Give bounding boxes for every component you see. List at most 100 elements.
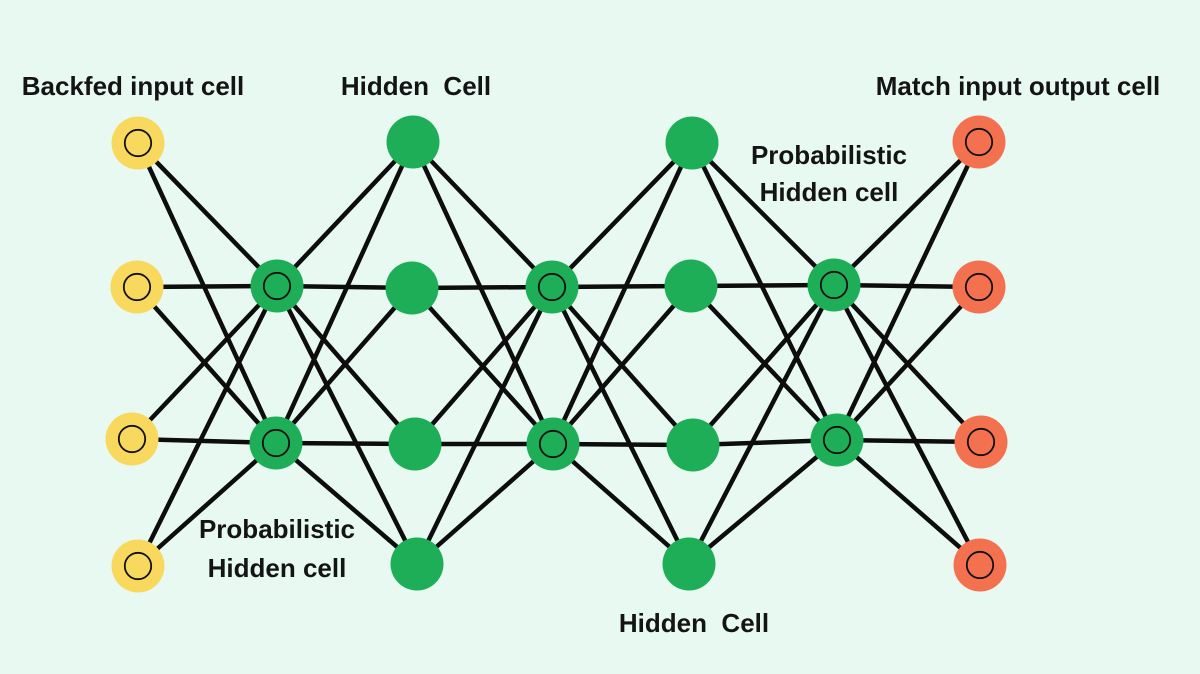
probabilistic-hidden-cell-node-p2	[249, 416, 303, 470]
edge-h4-p4	[414, 441, 556, 567]
probabilistic-hidden-cell-right-label-line-1: Probabilistic	[751, 140, 907, 170]
edge-p3-h5	[549, 140, 695, 290]
edge-h5-p6	[689, 140, 840, 443]
hidden-cell-top-label: Hidden Cell	[341, 71, 491, 101]
backfed-input-cell-inner-ring	[122, 272, 152, 302]
probabilistic-hidden-cell-body	[525, 260, 579, 314]
probabilistic-hidden-cell-body	[250, 259, 304, 313]
match-input-output-cell-node-o1	[952, 115, 1006, 169]
probabilistic-hidden-cell-left-label-line-2: Hidden cell	[208, 553, 347, 583]
probabilistic-hidden-cell-inner-ring	[537, 272, 567, 302]
hidden-cell-node-h3	[388, 417, 442, 471]
hidden-cell-bottom-label: Hidden Cell	[619, 608, 769, 638]
probabilistic-hidden-cell-right-label-line-2: Hidden cell	[760, 177, 899, 207]
probabilistic-hidden-cell-left-label-line-1: Probabilistic	[199, 514, 355, 544]
probabilistic-hidden-cell-node-p4	[526, 417, 580, 471]
hidden-cell-node-h5	[665, 116, 719, 170]
backfed-input-cell-inner-ring	[123, 128, 153, 158]
hidden-cell-node-h1	[386, 115, 440, 169]
backfed-input-cell-node-y1	[111, 116, 165, 170]
edge-y4-p2	[135, 440, 279, 569]
match-input-output-cell-body	[953, 538, 1007, 592]
hidden-cell-node-h6	[664, 259, 718, 313]
backfed-input-cell-body	[111, 539, 165, 593]
edge-p2-h1	[273, 139, 416, 446]
edge-p5-o1	[831, 139, 982, 288]
edge-h3-p3	[412, 284, 555, 447]
edge-p6-o4	[834, 437, 983, 568]
probabilistic-hidden-cell-inner-ring	[822, 425, 852, 455]
hidden-cell-node-h8	[662, 537, 716, 591]
backfed-input-cell-label: Backfed input cell	[22, 71, 245, 101]
match-input-output-cell-inner-ring	[966, 427, 996, 457]
probabilistic-hidden-cell-body	[810, 413, 864, 467]
match-input-output-cell-inner-ring	[964, 272, 994, 302]
edge-p3-h8	[549, 284, 692, 567]
edge-p4-h6	[550, 283, 694, 447]
probabilistic-hidden-cell-body	[249, 416, 303, 470]
probabilistic-hidden-cell-inner-ring	[819, 270, 849, 300]
edge-p4-h8	[550, 441, 692, 567]
hidden-cell-body	[666, 418, 720, 472]
hidden-cell-node-h7	[666, 418, 720, 472]
edge-y1-p1	[135, 140, 280, 289]
edge-y2-p2	[134, 284, 279, 446]
probabilistic-hidden-cell-inner-ring	[262, 271, 292, 301]
match-input-output-cell-body	[952, 260, 1006, 314]
backfed-input-cell-node-y2	[110, 260, 164, 314]
edge-h1-p4	[410, 139, 556, 447]
hidden-cell-body	[385, 261, 439, 315]
edge-p4-h5	[550, 140, 695, 447]
match-input-output-cell-node-o3	[954, 415, 1008, 469]
probabilistic-hidden-cell-node-p5	[807, 258, 861, 312]
probabilistic-hidden-cell-body	[807, 258, 861, 312]
nodes-layer	[105, 115, 1008, 593]
edge-h8-p6	[686, 437, 840, 567]
edge-y4-p1	[135, 283, 280, 569]
match-input-output-cell-label: Match input output cell	[876, 71, 1161, 101]
edge-y3-p1	[129, 283, 280, 442]
probabilistic-hidden-cell-node-p6	[810, 413, 864, 467]
backfed-input-cell-inner-ring	[123, 551, 153, 581]
hidden-cell-node-h2	[385, 261, 439, 315]
edge-y1-p2	[135, 140, 279, 446]
hidden-cell-body	[664, 259, 718, 313]
hidden-cell-body	[665, 116, 719, 170]
probabilistic-hidden-cell-inner-ring	[538, 429, 568, 459]
edge-p1-h4	[274, 283, 420, 567]
probabilistic-hidden-cell-inner-ring	[261, 428, 291, 458]
probabilistic-hidden-cell-node-p3	[525, 260, 579, 314]
edge-h7-p5	[690, 282, 837, 448]
hidden-cell-body	[386, 115, 440, 169]
edge-h5-p5	[689, 140, 837, 288]
edge-p6-o1	[834, 139, 982, 443]
edge-p6-o2	[834, 284, 982, 443]
edge-p2-h2	[273, 285, 415, 446]
match-input-output-cell-body	[954, 415, 1008, 469]
backfed-input-cell-inner-ring	[117, 424, 147, 454]
edge-h8-p5	[686, 282, 837, 567]
edge-p2-h4	[273, 440, 420, 567]
probabilistic-hidden-cell-body	[526, 417, 580, 471]
edge-p5-o4	[831, 282, 983, 568]
hidden-cell-body	[662, 537, 716, 591]
edge-h4-p3	[414, 284, 555, 567]
match-input-output-cell-node-o2	[952, 260, 1006, 314]
match-input-output-cell-node-o4	[953, 538, 1007, 592]
edge-h1-p3	[410, 139, 555, 290]
hidden-cell-body	[390, 537, 444, 591]
match-input-output-cell-inner-ring	[965, 550, 995, 580]
backfed-input-cell-body	[105, 412, 159, 466]
hidden-cell-node-h4	[390, 537, 444, 591]
edge-p1-h1	[274, 139, 416, 289]
match-input-output-cell-inner-ring	[964, 127, 994, 157]
hidden-cell-body	[388, 417, 442, 471]
backfed-input-cell-body	[110, 260, 164, 314]
probabilistic-hidden-cell-node-p1	[250, 259, 304, 313]
match-input-output-cell-body	[952, 115, 1006, 169]
backfed-input-cell-node-y4	[111, 539, 165, 593]
backfed-input-cell-node-y3	[105, 412, 159, 466]
